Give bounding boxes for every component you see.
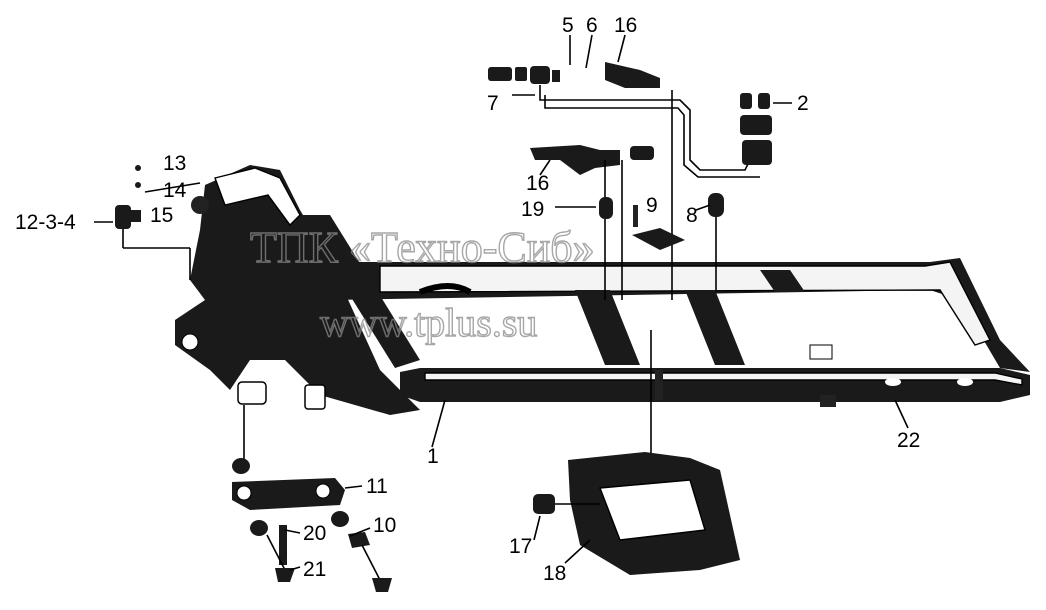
callout-17: 17: [509, 535, 532, 558]
leader-lines: [94, 34, 909, 571]
callout-6: 6: [586, 14, 598, 37]
callout-21: 21: [303, 558, 326, 581]
callout-11: 11: [366, 475, 388, 498]
cradle-parts: [533, 330, 740, 575]
callout-1: 1: [427, 445, 439, 468]
callout-18: 18: [543, 562, 566, 585]
callout-15: 15: [150, 204, 173, 227]
callout-8: 8: [686, 204, 698, 227]
left-bracket-parts: [115, 165, 191, 280]
pipe-assembly: [488, 62, 772, 300]
callout-13: 13: [163, 152, 186, 175]
lower-left-parts: [232, 405, 392, 592]
callout-9: 9: [646, 194, 658, 217]
watermark-site: www.tplus.su: [320, 300, 537, 345]
callout-22: 22: [897, 429, 920, 452]
callout-10: 10: [373, 514, 396, 537]
watermark-company: ТПК «Техно-Сиб»: [250, 223, 595, 272]
frame-assembly: [175, 165, 1030, 415]
callout-5: 5: [562, 14, 574, 37]
callout-16-top: 16: [614, 14, 637, 37]
callout-7: 7: [487, 92, 499, 115]
callout-16-mid: 16: [526, 172, 549, 195]
callout-19: 19: [521, 198, 544, 221]
callout-12-3-4: 12-3-4: [15, 211, 76, 234]
callout-2: 2: [797, 92, 809, 115]
mount-parts: [599, 193, 724, 290]
callout-14: 14: [163, 179, 187, 202]
callout-20: 20: [303, 522, 326, 545]
